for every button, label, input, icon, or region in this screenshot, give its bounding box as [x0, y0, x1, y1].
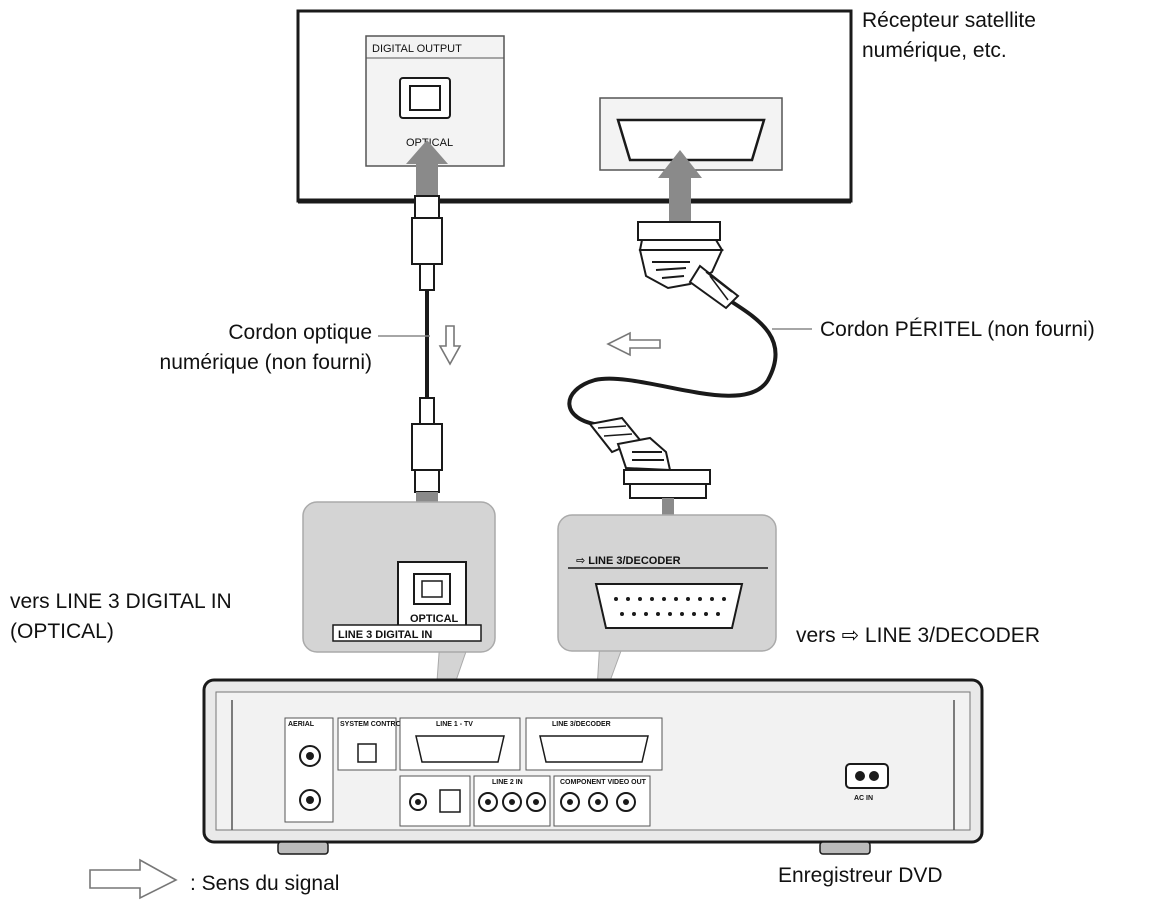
line1-tv-label: LINE 1 - TV — [436, 721, 473, 728]
digital-output-panel: DIGITAL OUTPUT OPTICAL — [365, 35, 505, 167]
optical-signal-arrow — [438, 325, 462, 366]
scart-top-arrow-head — [658, 150, 702, 178]
scart-pins — [614, 597, 726, 616]
digital-in-callout-line2: (OPTICAL) — [10, 620, 114, 643]
legend-signal-arrow — [89, 858, 178, 900]
optical-cable-label-line2: numérique (non fourni) — [160, 351, 372, 374]
panel-decoder-label: ⇨ LINE 3/DECODER — [576, 555, 681, 567]
panel-optical-label: OPTICAL — [410, 613, 459, 625]
legend: : Sens du signal — [89, 858, 339, 900]
foot-right — [819, 841, 871, 855]
satellite-receiver: DIGITAL OUTPUT OPTICAL — [296, 9, 853, 204]
scart-socket-panel — [594, 583, 744, 629]
receiver-name-line2: numérique, etc. — [862, 39, 1007, 62]
recorder-name: Enregistreur DVD — [778, 864, 943, 887]
ac-in-label: AC IN — [854, 795, 873, 802]
decoder-callout: ⇨ LINE 3/DECODER — [557, 514, 777, 723]
decoder-callout-label: vers ⇨ LINE 3/DECODER — [796, 624, 1040, 647]
scart-top-arrow-shaft — [669, 170, 691, 222]
optical-top-arrow-head — [406, 140, 448, 164]
foot-left — [277, 841, 329, 855]
line2-in-label: LINE 2 IN — [492, 779, 523, 786]
digital-output-label: DIGITAL OUTPUT — [372, 43, 462, 55]
optical-top-arrow-shaft — [416, 162, 438, 196]
optical-cable-label-line1: Cordon optique — [228, 321, 372, 344]
scart-cable — [567, 150, 778, 540]
digital-in-callout-line1: vers LINE 3 DIGITAL IN — [10, 590, 232, 613]
aerial-label: AERIAL — [288, 721, 315, 728]
component-video-label: COMPONENT VIDEO OUT — [560, 779, 647, 786]
scart-socket-receiver — [599, 97, 783, 171]
scart-cable-label: Cordon PÉRITEL (non fourni) — [820, 318, 1095, 341]
system-control-label: SYSTEM CONTROL — [340, 721, 406, 728]
receiver-name-line1: Récepteur satellite — [862, 9, 1036, 32]
line3-decoder-label: LINE 3/DECODER — [552, 721, 611, 728]
legend-text: : Sens du signal — [190, 872, 339, 895]
ac-in-socket — [845, 763, 889, 789]
panel-digital-in-label: LINE 3 DIGITAL IN — [338, 629, 432, 641]
dvd-recorder: AERIAL SYSTEM CONTROL LINE 1 - TV LINE 3… — [202, 678, 984, 855]
scart-signal-arrow — [606, 331, 661, 357]
